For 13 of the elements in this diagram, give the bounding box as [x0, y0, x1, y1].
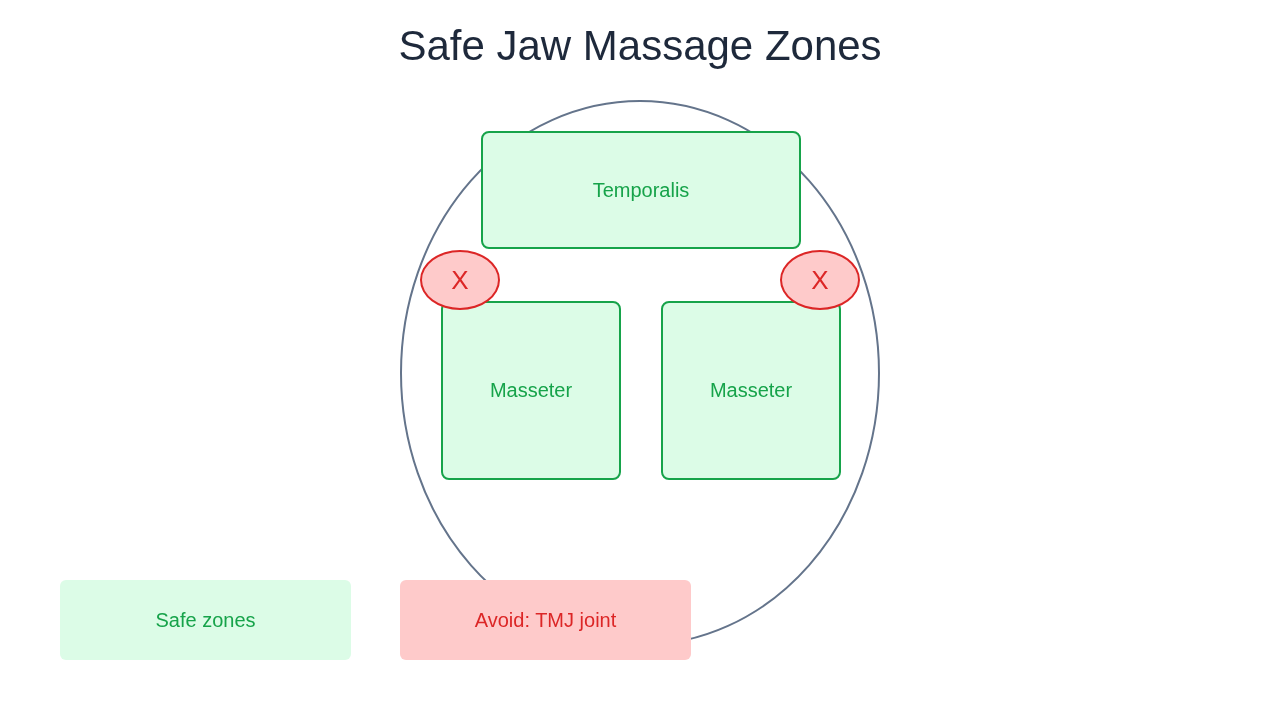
- marker-label: X: [451, 264, 469, 296]
- zone-label: Masseter: [489, 379, 573, 402]
- zone-label: Temporalis: [592, 178, 690, 202]
- legend-label: Safe zones: [155, 608, 256, 632]
- avoid-marker: [420, 250, 500, 310]
- muscle-zone-box: [661, 301, 841, 480]
- marker-label: X: [811, 264, 829, 296]
- muscle-zone-box: [441, 301, 621, 480]
- muscle-zone-box: [481, 131, 801, 249]
- avoid-marker: [780, 250, 860, 310]
- diagram-title: Safe Jaw Massage Zones: [397, 22, 883, 70]
- legend-label: Avoid: TMJ joint: [474, 608, 617, 632]
- zone-label: Masseter: [709, 379, 793, 402]
